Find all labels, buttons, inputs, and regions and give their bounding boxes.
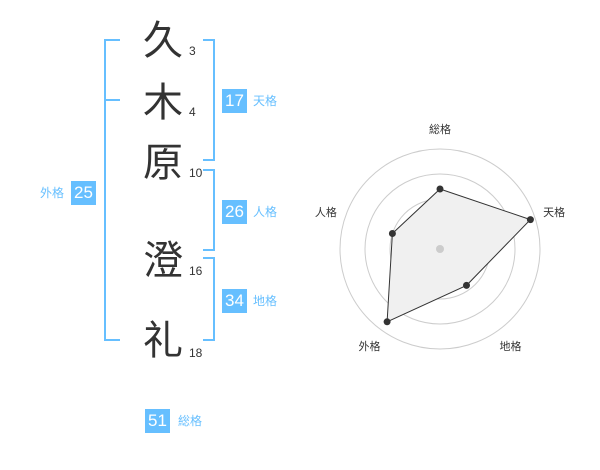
stroke-count-1: 3 — [189, 44, 196, 58]
radar-point — [388, 230, 396, 237]
radar-point — [463, 281, 470, 289]
soukaku-badge: 51 — [145, 409, 170, 433]
soukaku-label: 総格 — [178, 414, 203, 428]
name-char-3: 原 — [143, 140, 183, 186]
jinkaku-bracket — [203, 169, 215, 251]
jinkaku-badge: 26 — [222, 200, 247, 224]
name-char-1: 久 — [143, 18, 183, 64]
name-char-4: 澄 — [143, 238, 183, 284]
radar-point — [526, 216, 534, 224]
radar-axis-label: 総格 — [429, 122, 451, 136]
stroke-count-3: 10 — [189, 166, 203, 180]
radar-axis-label: 人格 — [315, 205, 337, 219]
name-char-2: 木 — [143, 80, 183, 126]
radar-axis-label: 天格 — [543, 205, 565, 219]
stroke-count-2: 4 — [189, 105, 196, 119]
radar-point — [436, 185, 444, 193]
radar-ring — [339, 148, 541, 350]
tenkaku-label: 天格 — [253, 94, 278, 108]
gaikaku-bracket — [104, 39, 120, 341]
chikaku-bracket — [203, 257, 215, 341]
chikaku-badge: 34 — [222, 289, 247, 313]
radar-ring — [364, 173, 516, 325]
tenkaku-badge: 17 — [222, 89, 247, 113]
stroke-count-5: 18 — [189, 346, 203, 360]
gaikaku-badge: 25 — [71, 181, 96, 205]
radar-point — [383, 318, 391, 326]
radar-center-dot — [436, 245, 444, 253]
gaikaku-label: 外格 — [40, 186, 65, 200]
radar-shape — [386, 188, 532, 323]
radar-axis-label: 地格 — [500, 339, 522, 353]
tenkaku-bracket — [203, 39, 215, 161]
stroke-count-4: 16 — [189, 264, 203, 278]
chikaku-label: 地格 — [253, 294, 278, 308]
radar-axis-label: 外格 — [359, 339, 381, 353]
jinkaku-label: 人格 — [253, 205, 278, 219]
name-char-5: 礼 — [143, 318, 183, 364]
